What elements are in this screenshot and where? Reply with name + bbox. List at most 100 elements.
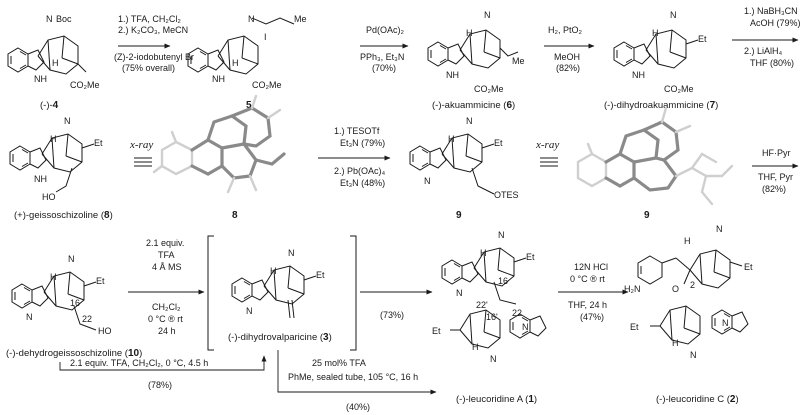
compound-7-label: (-)-dihydroakuammicine (7): [604, 100, 718, 111]
atom-h: H: [684, 236, 691, 246]
atom-oh: HO: [98, 326, 112, 336]
atom-et: Et: [94, 138, 103, 148]
route-10-to-3-yield: (78%): [148, 380, 172, 390]
compound-2-structure: N H Et H₂N O 2 Et H N N: [624, 224, 753, 360]
svg-text:HF·Pyr: HF·Pyr: [762, 148, 791, 158]
atom-n-indoline: N: [722, 318, 729, 328]
atom-co2me: CO₂Me: [252, 80, 282, 90]
atom-co2me: CO₂Me: [70, 80, 100, 90]
step-7-conditions: 2.1 equiv. TFA 4 Å MS CH₂Cl₂ 0 °C ® rt 2…: [146, 238, 184, 336]
atom-boc: Boc: [56, 14, 72, 24]
step-2-conditions: Pd(OAc)₂ PPh₃, Et₃N (70%): [360, 25, 405, 73]
svg-text:2.) K₂CO₃, MeCN: 2.) K₂CO₃, MeCN: [118, 25, 188, 35]
compound-6-label: (-)-akuammicine (6): [432, 100, 515, 111]
atom-h: H: [652, 28, 659, 38]
step-1-conditions: 1.) TFA, CH₂Cl₂ 2.) K₂CO₃, MeCN (Z)-2-io…: [114, 14, 194, 73]
compound-1-structure: N H Et N 16 22' 22 Et 16' H N N: [432, 230, 547, 364]
atom-h: H: [50, 134, 57, 144]
atom-iodine: I: [264, 32, 267, 42]
svg-text:TFA: TFA: [158, 250, 175, 260]
svg-text:(70%): (70%): [372, 63, 396, 73]
atom-otes: OTES: [494, 190, 519, 200]
atom-ho: HO: [42, 192, 56, 202]
compound-4-label: (-)-4: [40, 100, 59, 111]
atom-n-lower: N: [490, 354, 497, 364]
svg-text:4 Å MS: 4 Å MS: [152, 262, 182, 272]
atom-locant-2: 2: [690, 280, 695, 290]
atom-et: Et: [698, 34, 707, 44]
svg-text:0 °C ® rt: 0 °C ® rt: [570, 274, 605, 284]
atom-locant-16: 16: [70, 298, 80, 308]
route-10-to-3: 2.1 equiv. TFA, CH₂Cl₂, 0 °C, 4.5 h (78%…: [59, 355, 267, 390]
atom-nh: NH: [34, 174, 47, 184]
compound-5-label: 5: [246, 100, 252, 111]
step-6-conditions: HF·Pyr THF, Pyr (82%): [758, 148, 793, 194]
xray-label-8: x-ray: [129, 139, 153, 151]
atom-et: Et: [494, 138, 503, 148]
atom-h2n: H₂N: [624, 284, 641, 294]
svg-text:Et₃N (48%): Et₃N (48%): [340, 178, 385, 188]
xray-label-9: x-ray: [535, 139, 559, 151]
svg-text:Et₃N (79%): Et₃N (79%): [340, 138, 385, 148]
atom-et: Et: [744, 262, 753, 272]
atom-h: H: [480, 248, 487, 258]
xray-structure-8: [152, 94, 286, 194]
atom-n-indolenine: N: [246, 306, 253, 316]
atom-h-lower: H: [472, 342, 479, 352]
compound-9-label: 9: [456, 210, 462, 221]
atom-n: N: [288, 248, 295, 258]
step-4-conditions: 1.) NaBH₃CN AcOH (79%) 2.) LiAlH₄ THF (8…: [744, 6, 800, 68]
atom-co2me: CO₂Me: [664, 84, 694, 94]
atom-n: N: [68, 254, 75, 264]
compound-10-structure: N H Et N 16 22 HO: [11, 254, 112, 336]
equivalence-mark-8: [134, 157, 152, 167]
atom-n-indoline: N: [522, 322, 529, 332]
svg-text:(Z)-2-iodobutenyl Br: (Z)-2-iodobutenyl Br: [114, 52, 194, 62]
atom-h: H: [466, 28, 473, 38]
atom-locant-22: 22: [82, 314, 92, 324]
route-10-to-3-conditions: 2.1 equiv. TFA, CH₂Cl₂, 0 °C, 4.5 h: [70, 358, 208, 368]
atom-locant-22: 22: [512, 308, 522, 318]
atom-nh: NH: [212, 74, 225, 84]
route-3-to-1-conditions-a: 25 mol% TFA: [312, 358, 366, 368]
atom-me: Me: [294, 14, 307, 24]
svg-text:THF (80%): THF (80%): [750, 58, 794, 68]
compound-9-structure: N H Et N OTES: [409, 116, 519, 200]
svg-text:24 h: 24 h: [158, 326, 176, 336]
xray-structure-9: [576, 106, 734, 206]
atom-n-indolenine: N: [456, 288, 463, 298]
step-9-conditions: 12N HCl 0 °C ® rt THF, 24 h (47%): [568, 262, 608, 322]
atom-n-indole: NH: [446, 70, 459, 80]
svg-text:1.) TESOTf: 1.) TESOTf: [334, 126, 380, 136]
atom-h-lower: H: [672, 338, 679, 348]
svg-text:0 °C ® rt: 0 °C ® rt: [148, 314, 183, 324]
route-3-to-1-yield: (40%): [346, 402, 370, 412]
atom-n: N: [248, 14, 255, 24]
atom-h: H: [270, 266, 277, 276]
svg-text:Pd(OAc)₂: Pd(OAc)₂: [366, 25, 405, 35]
compound-7-structure: N H Et NH CO₂Me: [613, 10, 707, 94]
atom-n-lower: N: [690, 350, 697, 360]
xray-8-label: 8: [232, 210, 238, 221]
atom-h: H: [50, 272, 57, 282]
atom-n: N: [484, 10, 491, 20]
atom-n: N: [716, 224, 723, 234]
xray-9-label: 9: [644, 210, 650, 221]
step-8-yield: (73%): [380, 310, 404, 320]
compound-3-structure: N H Et N: [231, 248, 325, 319]
atom-h: H: [448, 134, 455, 144]
svg-text:2.) LiAlH₄: 2.) LiAlH₄: [744, 46, 783, 56]
svg-text:2.1 equiv.: 2.1 equiv.: [146, 238, 184, 248]
atom-n: N: [466, 116, 473, 126]
step-5-conditions: 1.) TESOTf Et₃N (79%) 2.) Pb(OAc)₄ Et₃N …: [334, 126, 386, 188]
atom-h: H: [52, 58, 59, 68]
atom-locant-16p: 16': [486, 312, 498, 322]
atom-locant-16: 16: [498, 276, 508, 286]
compound-3-label: (-)-dihydrovalparicine (3): [228, 332, 332, 343]
svg-text:(82%): (82%): [556, 63, 580, 73]
svg-text:THF, 24 h: THF, 24 h: [568, 300, 607, 310]
svg-text:(75% overall): (75% overall): [122, 63, 175, 73]
atom-nh: NH: [34, 74, 47, 84]
compound-8-label: (+)-geissoschizoline (8): [14, 210, 113, 221]
compound-6-structure: N H NH CO₂Me Me: [427, 10, 525, 94]
